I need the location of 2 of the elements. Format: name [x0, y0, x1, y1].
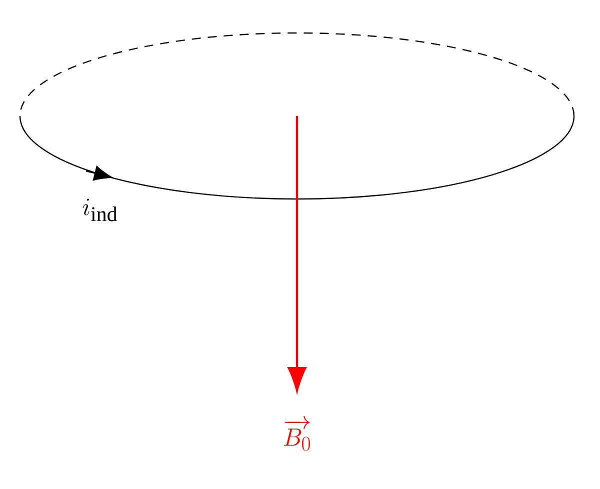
math-label: $\overrightarrow{B_0}$	[284, 416, 310, 451]
math-label: $i_{\mathrm{ind}}$	[82, 198, 118, 222]
